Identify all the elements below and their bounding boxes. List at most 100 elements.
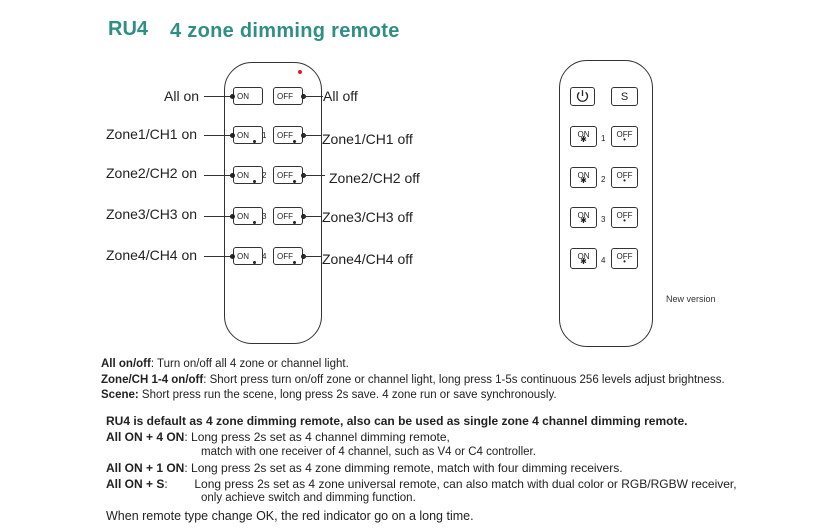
zone3-off-button[interactable]: OFF (273, 207, 303, 225)
remote-old-body (224, 62, 322, 344)
power-button[interactable] (570, 87, 595, 106)
dot-icon: • (623, 257, 626, 266)
zone2-on-button[interactable]: ON (233, 166, 263, 184)
new-zone1-off-button[interactable]: OFF • (611, 126, 638, 147)
zone4-on-button[interactable]: ON (233, 247, 263, 265)
new-zone2-number: 2 (601, 175, 606, 184)
new-zone2-on-label: ON (577, 171, 590, 180)
zone3-off-label: OFF (277, 212, 293, 221)
zone1-on-dot-icon (253, 140, 256, 143)
leader-line (303, 256, 321, 257)
page-title: 4 zone dimming remote (170, 20, 400, 42)
leader-dot (230, 173, 235, 178)
zone1-on-button[interactable]: ON (233, 126, 263, 144)
desc-combo3-text: : Long press 2s set as 4 zone universal … (164, 477, 737, 491)
desc-all-onoff-term: All on/off (101, 358, 151, 370)
zone2-number: 2 (262, 171, 267, 180)
leader-line (303, 96, 323, 97)
zone1-off-label: OFF (277, 131, 293, 140)
new-zone3-on-button[interactable]: ON ✱ (570, 207, 597, 228)
new-zone1-on-button[interactable]: ON ✱ (570, 126, 597, 147)
desc-zone: Zone/CH 1-4 on/off: Short press turn on/… (101, 374, 725, 386)
zone2-off-button[interactable]: OFF (273, 166, 303, 184)
new-zone2-off-button[interactable]: OFF • (611, 167, 638, 188)
new-zone3-on-label: ON (577, 211, 590, 220)
sun-icon: ✱ (580, 176, 587, 185)
zone3-on-button[interactable]: ON (233, 207, 263, 225)
desc-scene: Scene: Short press run the scene, long p… (101, 389, 557, 401)
zone2-off-dot-icon (293, 180, 296, 183)
zone4-off-button[interactable]: OFF (273, 247, 303, 265)
leader-dot (230, 94, 235, 99)
desc-zone-text: : Short press turn on/off zone or channe… (203, 374, 725, 386)
zone4-on-label: ON (237, 252, 249, 261)
new-zone3-number: 3 (601, 215, 606, 224)
desc-zone-term: Zone/CH 1-4 on/off (101, 374, 204, 386)
leader-dot (230, 254, 235, 259)
callout-zone3-on: Zone3/CH3 on (106, 206, 198, 222)
new-zone1-off-label: OFF (616, 130, 633, 139)
desc-default-mode-text: RU4 is default as 4 zone dimming remote,… (106, 414, 688, 428)
leader-dot (230, 133, 235, 138)
leader-line (204, 135, 234, 136)
dot-icon: • (623, 135, 626, 144)
desc-combo1-text: : Long press 2s set as 4 channel dimming… (184, 430, 450, 444)
zone1-number: 1 (262, 131, 267, 140)
new-zone2-off-label: OFF (616, 171, 633, 180)
new-zone2-on-button[interactable]: ON ✱ (570, 167, 597, 188)
scene-button[interactable]: S (611, 87, 638, 106)
zone3-off-dot-icon (293, 221, 296, 224)
sun-icon: ✱ (580, 135, 587, 144)
desc-all-onoff-text: : Turn on/off all 4 zone or channel ligh… (150, 358, 349, 370)
new-zone3-off-label: OFF (616, 211, 633, 220)
callout-zone2-off: Zone2/CH2 off (329, 170, 420, 186)
desc-footer: When remote type change OK, the red indi… (106, 509, 474, 523)
dot-icon: • (623, 176, 626, 185)
all-on-label: ON (237, 92, 249, 101)
desc-combo3-term: All ON + S (106, 477, 165, 491)
new-zone4-on-label: ON (577, 252, 590, 261)
desc-scene-term: Scene: (101, 389, 139, 401)
all-on-button[interactable]: ON (233, 87, 263, 105)
desc-combo2-text: : Long press 2s set as 4 zone dimming re… (184, 461, 623, 475)
callout-zone4-off: Zone4/CH4 off (322, 251, 413, 267)
leader-line (303, 135, 321, 136)
leader-line (303, 175, 325, 176)
leader-line (204, 256, 234, 257)
desc-combo3: All ON + S: Long press 2s set as 4 zone … (106, 477, 737, 491)
power-icon (576, 90, 589, 102)
zone4-off-dot-icon (293, 261, 296, 264)
callout-zone2-on: Zone2/CH2 on (106, 165, 198, 181)
zone2-on-label: ON (237, 171, 249, 180)
leader-line (204, 96, 234, 97)
callout-all-off: All off (323, 88, 358, 104)
callout-zone4-on: Zone4/CH4 on (106, 247, 198, 263)
zone3-on-label: ON (237, 212, 249, 221)
all-off-button[interactable]: OFF (273, 87, 303, 105)
desc-combo2: All ON + 1 ON: Long press 2s set as 4 zo… (106, 461, 623, 475)
new-zone4-on-button[interactable]: ON ✱ (570, 248, 597, 269)
desc-scene-text: Short press run the scene, long press 2s… (138, 389, 557, 401)
desc-combo1-cont: match with one receiver of 4 channel, su… (201, 446, 536, 458)
zone3-on-dot-icon (253, 221, 256, 224)
callout-zone3-off: Zone3/CH3 off (322, 209, 413, 225)
zone1-off-dot-icon (293, 140, 296, 143)
zone4-off-label: OFF (277, 252, 293, 261)
new-zone1-on-label: ON (577, 130, 590, 139)
zone4-on-dot-icon (253, 261, 256, 264)
zone1-off-button[interactable]: OFF (273, 126, 303, 144)
desc-combo1-term: All ON + 4 ON (106, 430, 185, 444)
new-zone4-number: 4 (601, 256, 606, 265)
all-off-label: OFF (277, 92, 293, 101)
zone1-on-label: ON (237, 131, 249, 140)
model-code: RU4 (108, 18, 149, 40)
new-zone3-off-button[interactable]: OFF • (611, 207, 638, 228)
sun-icon: ✱ (580, 257, 587, 266)
callout-zone1-on: Zone1/CH1 on (106, 126, 198, 142)
new-zone4-off-button[interactable]: OFF • (611, 248, 638, 269)
dot-icon: • (623, 216, 626, 225)
red-indicator-light (298, 70, 302, 74)
leader-line (204, 216, 234, 217)
new-version-caption: New version (666, 294, 716, 304)
zone2-on-dot-icon (253, 180, 256, 183)
